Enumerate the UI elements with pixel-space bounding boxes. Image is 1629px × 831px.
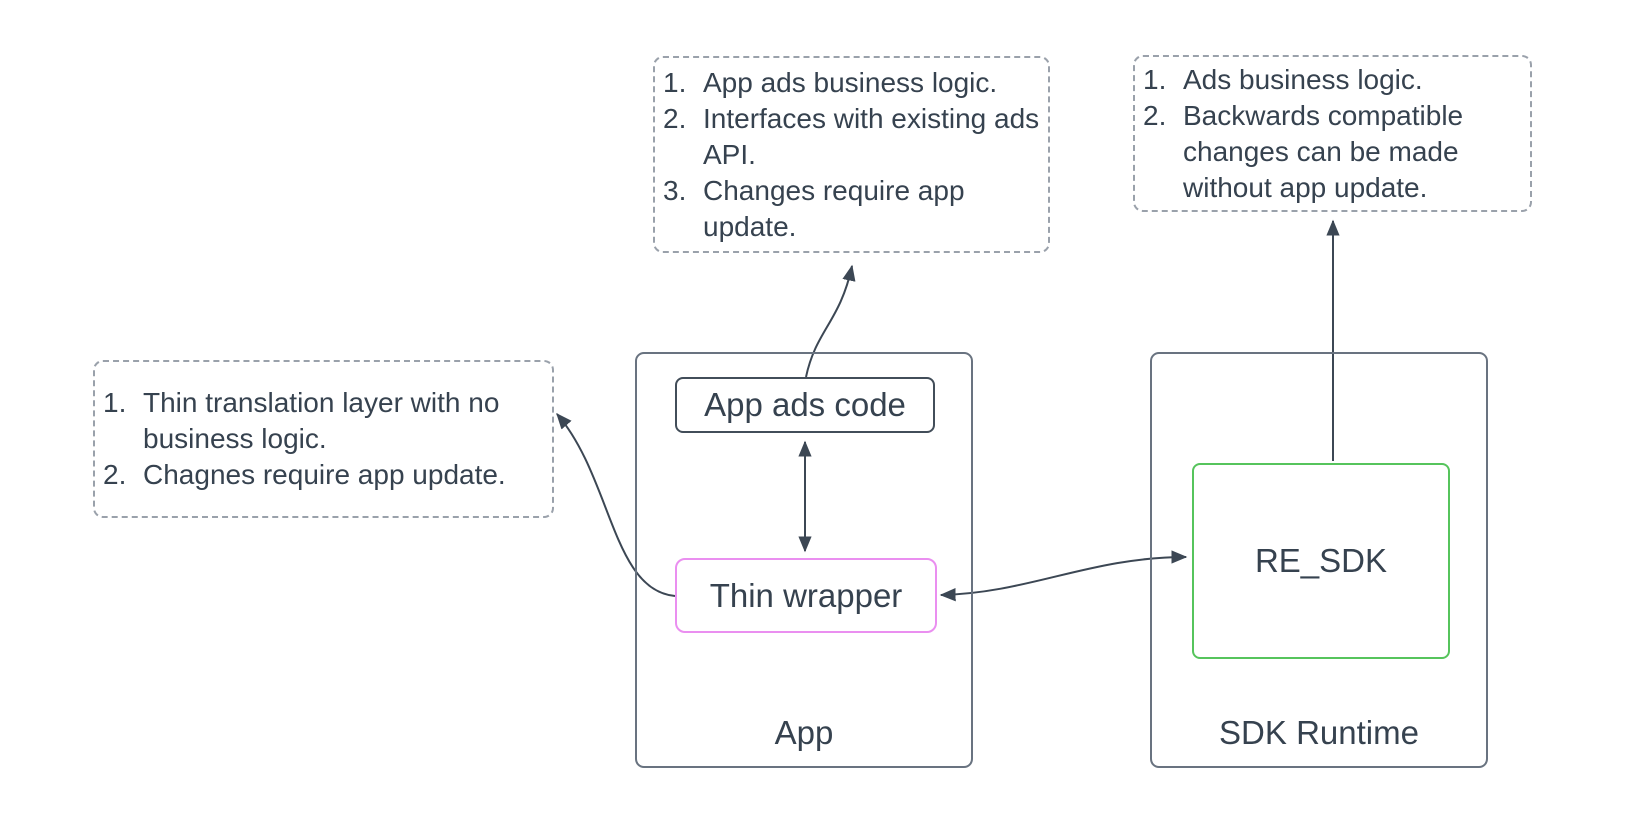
list-number: 1. <box>103 387 127 418</box>
list-number: 2. <box>103 459 127 490</box>
note-app-ads-code: 1. App ads business logic. 2. Interfaces… <box>653 56 1050 253</box>
list-number: 1. <box>663 66 687 98</box>
list-text: Chagnes require app update. <box>143 459 506 490</box>
container-app: App <box>635 352 973 768</box>
node-thin-wrapper-label: Thin wrapper <box>709 576 903 614</box>
container-app-label: App <box>774 714 834 751</box>
node-thin-wrapper: Thin wrapper <box>675 558 937 633</box>
list-number: 3. <box>663 174 687 206</box>
list-text: Changes require app update. <box>703 174 965 242</box>
note-item: 1. App ads business logic. <box>661 65 1042 101</box>
note-item: 3. Changes require app update. <box>661 173 1042 245</box>
list-text: Backwards compatible changes can be made… <box>1183 99 1464 203</box>
note-item: 2. Chagnes require app update. <box>101 457 546 493</box>
list-number: 2. <box>663 102 687 134</box>
node-re-sdk: RE_SDK <box>1192 463 1450 659</box>
note-item: 2. Backwards compatible changes can be m… <box>1141 98 1524 206</box>
note-re-sdk: 1. Ads business logic. 2. Backwards comp… <box>1133 55 1532 212</box>
list-text: App ads business logic. <box>703 66 998 98</box>
note-item: 1. Ads business logic. <box>1141 62 1524 98</box>
node-re-sdk-label: RE_SDK <box>1254 542 1388 579</box>
container-sdk-runtime-label: SDK Runtime <box>1219 714 1419 751</box>
note-item: 2. Interfaces with existing ads API. <box>661 101 1042 173</box>
node-app-ads-code-label: App ads code <box>704 386 906 423</box>
list-text: Interfaces with existing ads API. <box>703 102 1040 170</box>
note-thin-wrapper: 1. Thin translation layer with no busine… <box>93 360 554 518</box>
list-text: Ads business logic. <box>1183 63 1423 95</box>
list-number: 2. <box>1143 99 1167 131</box>
list-text: Thin translation layer with no business … <box>143 387 500 454</box>
node-app-ads-code: App ads code <box>675 377 935 433</box>
list-number: 1. <box>1143 63 1167 95</box>
container-sdk-runtime: SDK Runtime <box>1150 352 1488 768</box>
note-item: 1. Thin translation layer with no busine… <box>101 385 546 457</box>
